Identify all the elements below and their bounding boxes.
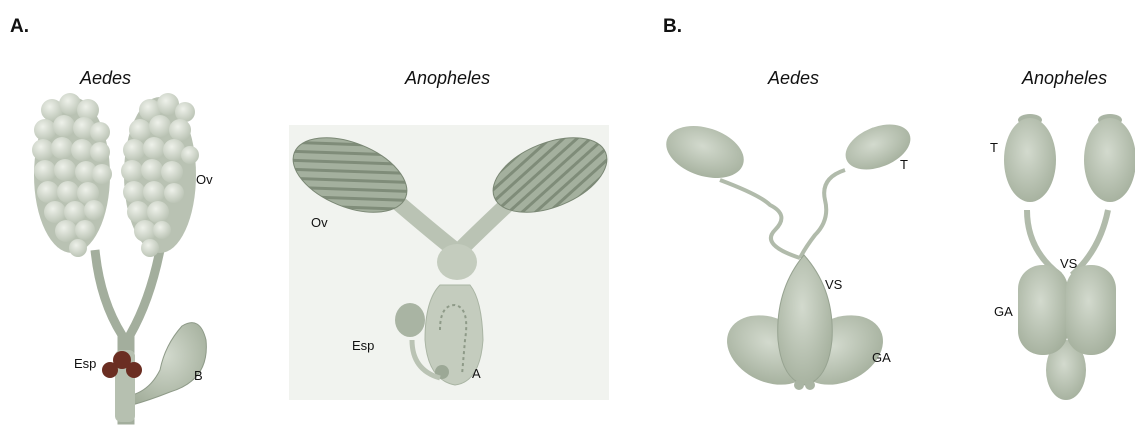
b-anopheles-right-gland — [1066, 265, 1116, 355]
label-ga-aedes-male: GA — [872, 350, 891, 365]
a-aedes-figure — [32, 93, 206, 422]
b-anopheles-left-gland — [1018, 265, 1068, 355]
label-b-aedes: B — [194, 368, 203, 383]
label-ov-aedes: Ov — [196, 172, 213, 187]
b-anopheles-right-testis — [1084, 118, 1135, 202]
label-ga-anopheles-male: GA — [994, 304, 1013, 319]
label-esp-anopheles: Esp — [352, 338, 374, 353]
label-t-anopheles-male: T — [990, 140, 998, 155]
a-aedes-left-ovary — [32, 93, 112, 257]
label-vs-aedes-male: VS — [825, 277, 842, 292]
a-anopheles-spermatheca — [395, 303, 425, 337]
label-ov-anopheles: Ov — [311, 215, 328, 230]
label-a-anopheles: A — [472, 366, 481, 381]
label-esp-aedes: Esp — [74, 356, 96, 371]
a-anopheles-figure — [282, 123, 617, 400]
label-t-aedes-male: T — [900, 157, 908, 172]
a-aedes-right-ovary — [121, 93, 199, 257]
b-aedes-vesicle — [778, 255, 833, 385]
label-vs-anopheles-male: VS — [1060, 256, 1077, 271]
b-aedes-left-testis — [660, 117, 751, 187]
a-aedes-bursa — [132, 323, 206, 405]
b-anopheles-left-testis — [1004, 118, 1056, 202]
